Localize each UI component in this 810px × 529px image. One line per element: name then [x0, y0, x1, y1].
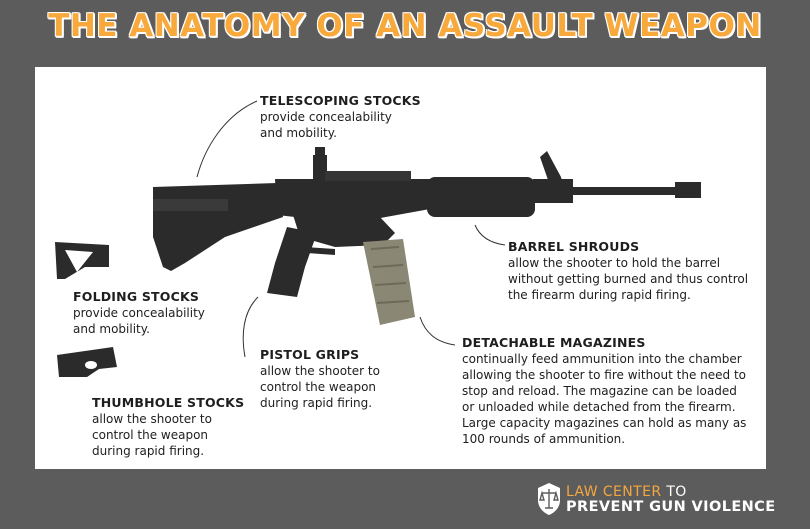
- flash-hider: [675, 182, 701, 198]
- callout-folding-stocks: FOLDING STOCKS provide concealability an…: [73, 289, 205, 337]
- callout-barrel-shrouds: BARREL SHROUDS allow the shooter to hold…: [508, 239, 748, 303]
- callout-text: during rapid firing.: [260, 396, 373, 410]
- callout-text: control the weapon: [260, 380, 377, 394]
- handguard: [427, 177, 535, 217]
- logo-to: TO: [666, 484, 687, 500]
- callout-text: and mobility.: [73, 322, 150, 336]
- infographic-panel: TELESCOPING STOCKS provide concealabilit…: [35, 67, 766, 469]
- callout-text: allowing the shooter to fire without the…: [462, 368, 747, 382]
- law-center-logo: LAW CENTER TO PREVENT GUN VIOLENCE: [536, 482, 776, 518]
- callout-text: continually feed ammunition into the cha…: [462, 352, 742, 366]
- barrel: [571, 187, 679, 195]
- thumbhole-stock: [57, 347, 117, 377]
- callout-heading: FOLDING STOCKS: [73, 289, 200, 304]
- callout-text: allow the shooter to hold the barrel: [508, 256, 721, 270]
- callout-text: during rapid firing.: [92, 444, 205, 458]
- scales-of-justice-icon: [538, 483, 560, 515]
- magazine-leader-line: [419, 316, 456, 346]
- callout-heading: DETACHABLE MAGAZINES: [462, 335, 646, 350]
- logo-law-center: LAW CENTER: [566, 484, 662, 500]
- pistol-grip: [267, 227, 317, 297]
- callout-text: allow the shooter to: [92, 412, 212, 426]
- upper-receiver: [275, 179, 430, 219]
- callout-text: provide concealability: [260, 110, 392, 124]
- callout-text: or unloaded while detached from the fire…: [462, 400, 736, 414]
- callout-text: allow the shooter to: [260, 364, 380, 378]
- callout-text: stop and reload. The magazine can be loa…: [462, 384, 737, 398]
- folding-stock: [55, 242, 109, 279]
- callout-text: and mobility.: [260, 126, 337, 140]
- pistol-leader-line: [242, 296, 259, 358]
- barrel-leader-line: [474, 224, 506, 246]
- callout-heading: TELESCOPING STOCKS: [260, 93, 421, 108]
- rifle-illustration: [55, 100, 701, 377]
- lower-receiver: [293, 215, 395, 247]
- page-title: THE ANATOMY OF AN ASSAULT WEAPON: [48, 8, 762, 44]
- callout-heading: THUMBHOLE STOCKS: [92, 395, 245, 410]
- callout-text: the firearm during rapid firing.: [508, 288, 691, 302]
- callout-thumbhole-stocks: THUMBHOLE STOCKS allow the shooter to co…: [92, 395, 244, 459]
- callout-heading: BARREL SHROUDS: [508, 239, 640, 254]
- rifle-body: [153, 147, 701, 297]
- telescoping-leader-line: [196, 100, 258, 178]
- callout-text: 100 rounds of ammunition.: [462, 432, 626, 446]
- logo-prevent-gun-violence: PREVENT GUN VIOLENCE: [566, 499, 776, 515]
- telescoping-stock: [153, 183, 283, 271]
- detachable-magazine: [363, 239, 415, 325]
- callout-detachable-magazines: DETACHABLE MAGAZINES continually feed am…: [462, 335, 746, 447]
- callout-text: provide concealability: [73, 306, 205, 320]
- callout-text: control the weapon: [92, 428, 209, 442]
- callout-heading: PISTOL GRIPS: [260, 347, 360, 362]
- callout-text: Large capacity magazines can hold as man…: [462, 416, 747, 430]
- callout-telescoping-stocks: TELESCOPING STOCKS provide concealabilit…: [260, 93, 421, 141]
- callout-text: without getting burned and thus control: [508, 272, 749, 286]
- callout-pistol-grips: PISTOL GRIPS allow the shooter to contro…: [260, 347, 380, 411]
